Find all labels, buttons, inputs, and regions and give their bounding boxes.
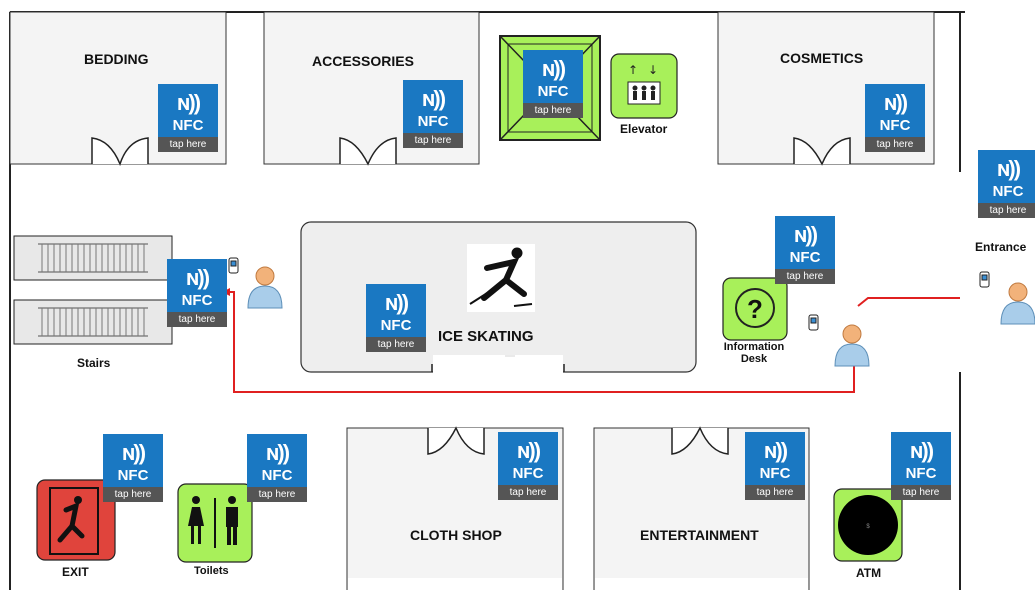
ice-skating-label: ICE SKATING (438, 328, 534, 345)
bedding-label: BEDDING (84, 51, 149, 67)
nfc-word: NFC (905, 465, 937, 482)
nfc-word: NFC (759, 465, 791, 482)
customer-route (226, 291, 960, 393)
nfc-tag-toilets[interactable]: ɴ)) NFC tap here (247, 434, 307, 502)
nfc-tap-label: tap here (247, 487, 307, 502)
nfc-tap-label: tap here (891, 485, 951, 500)
nfc-word: NFC (879, 117, 911, 134)
nfc-tag-exit[interactable]: ɴ)) NFC tap here (103, 434, 163, 502)
nfc-tag-accessories[interactable]: ɴ)) NFC tap here (403, 80, 463, 148)
nfc-tap-label: tap here (865, 137, 925, 152)
cloth-shop-door (427, 426, 485, 455)
nfc-word: NFC (172, 117, 204, 134)
nfc-word: NFC (181, 292, 213, 309)
nfc-word: NFC (512, 465, 544, 482)
nfc-word: NFC (261, 467, 293, 484)
nfc-tap-label: tap here (978, 203, 1035, 218)
nfc-tap-label: tap here (366, 337, 426, 352)
nfc-symbol-icon: ɴ)) (176, 90, 201, 115)
entertainment-door (671, 426, 729, 455)
nfc-tap-label: tap here (745, 485, 805, 500)
cloth-shop-label: CLOTH SHOP (410, 527, 502, 543)
nfc-tag-atm[interactable]: ɴ)) NFC tap here (891, 432, 951, 500)
nfc-symbol-icon: ɴ)) (996, 156, 1021, 181)
toilets-label: Toilets (194, 565, 229, 577)
atm-label: ATM (856, 566, 882, 580)
nfc-symbol-icon: ɴ)) (185, 265, 210, 290)
elevator-label: Elevator (620, 122, 668, 136)
nfc-symbol-icon: ɴ)) (421, 86, 446, 111)
nfc-tag-stairs[interactable]: ɴ)) NFC tap here (167, 259, 227, 327)
cosmetics-door (793, 137, 851, 166)
nfc-tap-label: tap here (523, 103, 583, 118)
svg-text:↑: ↑ (628, 63, 638, 77)
nfc-tap-label: tap here (103, 487, 163, 502)
information-desk-line1: Information (723, 341, 785, 353)
nfc-tag-cosmetics[interactable]: ɴ)) NFC tap here (865, 84, 925, 152)
customer-body (247, 285, 283, 309)
accessories-label: ACCESSORIES (312, 53, 414, 69)
nfc-tap-label: tap here (498, 485, 558, 500)
entrance-label: Entrance (975, 240, 1027, 254)
nfc-word: NFC (417, 113, 449, 130)
customer-head (842, 324, 862, 344)
nfc-word: NFC (380, 317, 412, 334)
phone-icon (228, 257, 990, 331)
nfc-symbol-icon: ɴ)) (541, 56, 566, 81)
nfc-tag-entrance[interactable]: ɴ)) NFC tap here (978, 150, 1035, 218)
nfc-symbol-icon: ɴ)) (883, 90, 908, 115)
stairs-icon (13, 235, 173, 345)
information-desk-line2: Desk (740, 353, 768, 365)
customer-head (255, 266, 275, 286)
nfc-word: NFC (789, 249, 821, 266)
nfc-word: NFC (537, 83, 569, 100)
exit-label: EXIT (62, 565, 89, 579)
customer-head (1008, 282, 1028, 302)
exit-icon (36, 479, 116, 561)
nfc-symbol-icon: ɴ)) (265, 440, 290, 465)
nfc-tag-elevator[interactable]: ɴ)) NFC tap here (523, 50, 583, 118)
nfc-tag-entertainment[interactable]: ɴ)) NFC tap here (745, 432, 805, 500)
nfc-tap-label: tap here (403, 133, 463, 148)
cosmetics-label: COSMETICS (780, 50, 864, 66)
nfc-word: NFC (992, 183, 1024, 200)
nfc-symbol-icon: ɴ)) (793, 222, 818, 247)
customer-body (1000, 301, 1035, 325)
nfc-tap-label: tap here (167, 312, 227, 327)
svg-text:↓: ↓ (648, 63, 658, 77)
nfc-word: NFC (117, 467, 149, 484)
nfc-symbol-icon: ɴ)) (909, 438, 934, 463)
nfc-symbol-icon: ɴ)) (516, 438, 541, 463)
atm-symbol: $ (866, 524, 870, 530)
stairs-label: Stairs (77, 356, 111, 370)
information-desk-label: Information Desk (719, 341, 789, 365)
nfc-tag-bedding[interactable]: ɴ)) NFC tap here (158, 84, 218, 152)
nfc-tag-cloth-shop[interactable]: ɴ)) NFC tap here (498, 432, 558, 500)
bedding-door (91, 137, 149, 167)
nfc-tag-information-desk[interactable]: ɴ)) NFC tap here (775, 216, 835, 284)
customer-body (834, 343, 870, 367)
nfc-symbol-icon: ɴ)) (121, 440, 146, 465)
ice-skater-icon (467, 244, 535, 312)
info-symbol: ? (747, 294, 763, 324)
nfc-symbol-icon: ɴ)) (763, 438, 788, 463)
nfc-tag-ice-skating[interactable]: ɴ)) NFC tap here (366, 284, 426, 352)
nfc-tap-label: tap here (775, 269, 835, 284)
entertainment-label: ENTERTAINMENT (640, 527, 759, 543)
accessories-door (339, 137, 397, 166)
customer-icon (247, 266, 1035, 367)
nfc-symbol-icon: ɴ)) (384, 290, 409, 315)
nfc-tap-label: tap here (158, 137, 218, 152)
